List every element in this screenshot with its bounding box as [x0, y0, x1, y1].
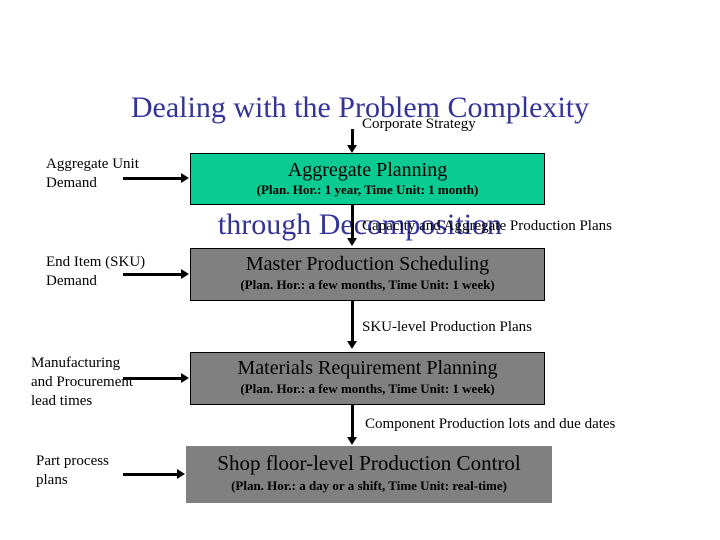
process-box-shop-floor-level-production-control[interactable]: Shop floor-level Production Control (Pla… [186, 446, 552, 503]
arrow-head-sku-level-plans [347, 341, 357, 349]
process-box-title: Aggregate Planning [287, 159, 448, 181]
arrow-shaft-corporate-strategy [351, 129, 354, 145]
side-input-label-manufacturing-lead-times: Manufacturing and Procurement lead times [31, 355, 134, 409]
process-box-master-production-scheduling[interactable]: Master Production Scheduling (Plan. Hor.… [190, 248, 545, 301]
arrow-shaft-capacity-plans [351, 205, 354, 238]
page-title-line-2: through Decomposition [217, 208, 503, 241]
process-box-materials-requirement-planning[interactable]: Materials Requirement Planning (Plan. Ho… [190, 352, 545, 405]
process-box-subtitle: (Plan. Hor.: 1 year, Time Unit: 1 month) [256, 182, 479, 197]
arrow-shaft-component-lots [351, 405, 354, 437]
process-box-subtitle: (Plan. Hor.: a few months, Time Unit: 1 … [240, 277, 495, 292]
arrow-shaft-part-process-plans [123, 473, 177, 476]
arrow-head-part-process-plans [177, 469, 185, 479]
process-box-subtitle: (Plan. Hor.: a few months, Time Unit: 1 … [240, 381, 495, 396]
process-box-title: Materials Requirement Planning [237, 357, 498, 379]
arrow-head-component-lots [347, 437, 357, 445]
process-box-aggregate-planning[interactable]: Aggregate Planning (Plan. Hor.: 1 year, … [190, 153, 545, 205]
process-box-title: Shop floor-level Production Control [217, 451, 521, 475]
process-box-title: Master Production Scheduling [245, 253, 490, 275]
flow-label-corporate-strategy: Corporate Strategy [362, 116, 476, 132]
flow-label-component-production-lots: Component Production lots and due dates [365, 416, 616, 432]
side-input-label-part-process-plans: Part process plans [36, 453, 109, 488]
process-box-subtitle: (Plan. Hor.: a day or a shift, Time Unit… [231, 478, 507, 493]
page-title-line-1: Dealing with the Problem Complexity [130, 91, 590, 124]
arrow-head-aggregate-unit-demand [181, 173, 189, 183]
arrow-shaft-aggregate-unit-demand [123, 177, 181, 180]
flow-label-sku-level-production-plans: SKU-level Production Plans [362, 319, 532, 335]
side-input-label-aggregate-unit-demand: Aggregate Unit Demand [46, 156, 139, 191]
arrow-shaft-manufacturing-lead-times [123, 377, 181, 380]
arrow-head-end-item-sku-demand [181, 269, 189, 279]
arrow-head-corporate-strategy [347, 145, 357, 153]
arrow-shaft-end-item-sku-demand [123, 273, 181, 276]
arrow-shaft-sku-level-plans [351, 301, 354, 341]
page-title: Dealing with the Problem Complexity thro… [0, 10, 720, 322]
flow-label-capacity-aggregate-production-plans: Capacity and Aggregate Production Plans [362, 218, 612, 234]
arrow-head-manufacturing-lead-times [181, 373, 189, 383]
side-input-label-end-item-sku-demand: End Item (SKU) Demand [46, 254, 146, 289]
arrow-head-capacity-plans [347, 238, 357, 246]
